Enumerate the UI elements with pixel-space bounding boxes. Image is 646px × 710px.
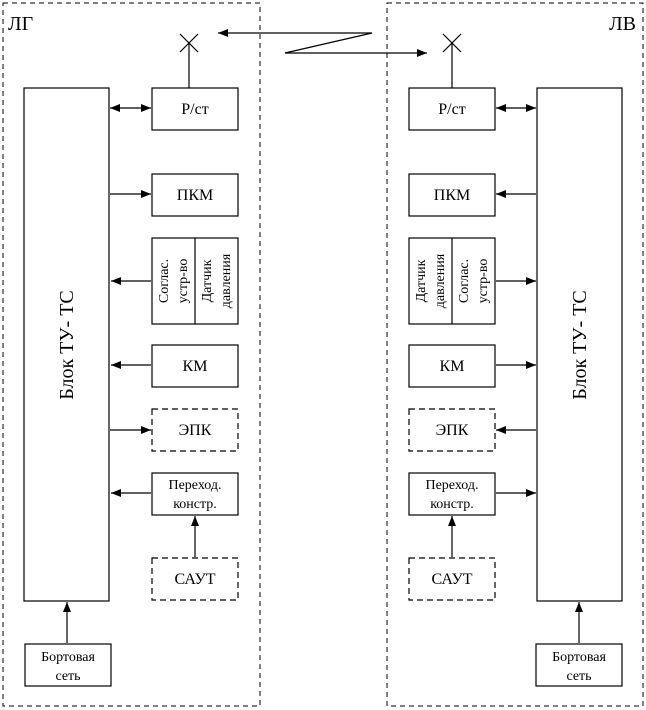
- left-km: [151, 344, 239, 388]
- right-epk-label: ЭПК: [436, 422, 469, 439]
- right-km: [408, 344, 496, 388]
- right-matcher-label-1: Соглас.: [457, 259, 472, 303]
- left-saut-label: САУТ: [174, 571, 215, 588]
- right-epk: [408, 408, 496, 452]
- left-matcher-label-1: Соглас.: [157, 259, 172, 303]
- left-antenna-icon: [179, 33, 199, 88]
- right-antenna-icon: [442, 33, 462, 88]
- left-pkm: [151, 173, 239, 217]
- left-sensor-label-1: Датчик: [200, 259, 215, 302]
- left-radio-label: Р/ст: [181, 101, 208, 118]
- right-corner-label: ЛВ: [609, 13, 636, 35]
- right-saut: [408, 557, 496, 601]
- right-adapter-label-2: констр.: [430, 497, 474, 512]
- left-adapter-label-2: констр.: [173, 497, 217, 512]
- right-matcher-label-2: устр-во: [476, 259, 491, 304]
- left-onboard-network: [24, 643, 112, 687]
- right-main-block-label: Блок ТУ- ТС: [569, 290, 591, 400]
- left-km-label: КМ: [183, 358, 208, 375]
- right-radio-station: [408, 87, 496, 131]
- right-onboard-label-1: Бортовая: [552, 650, 606, 665]
- left-adapter: [151, 472, 239, 516]
- right-locomotive-section: ЛВ Блок ТУ- ТС Р/ст ПКМ Датчик давления …: [386, 2, 644, 707]
- right-frame: [386, 2, 644, 707]
- left-pkm-label: ПКМ: [177, 187, 213, 204]
- right-adapter-label-1: Переход.: [425, 478, 478, 493]
- right-pkm: [408, 173, 496, 217]
- left-corner-label: ЛГ: [8, 13, 33, 35]
- right-main-block: [536, 87, 623, 602]
- left-main-block: [23, 87, 110, 602]
- radio-link-icon: [218, 29, 427, 57]
- left-saut: [151, 557, 239, 601]
- left-epk-label: ЭПК: [179, 422, 212, 439]
- left-frame: [2, 2, 261, 707]
- right-sensor-label-1: Датчик: [414, 259, 429, 302]
- left-matcher-label-2: устр-во: [176, 259, 191, 304]
- right-km-label: КМ: [440, 358, 465, 375]
- left-onboard-label-1: Бортовая: [41, 650, 95, 665]
- right-radio-label: Р/ст: [438, 101, 465, 118]
- right-pkm-label: ПКМ: [434, 187, 470, 204]
- right-sensor-label-2: давления: [433, 253, 448, 308]
- left-sensor-label-2: давления: [219, 253, 234, 308]
- left-epk: [151, 408, 239, 452]
- left-radio-station: [151, 87, 239, 131]
- left-locomotive-section: ЛГ Блок ТУ- ТС Р/ст ПКМ Соглас. устр-во …: [2, 2, 261, 707]
- right-onboard-network: [535, 643, 623, 687]
- right-saut-label: САУТ: [431, 571, 472, 588]
- right-adapter: [408, 472, 496, 516]
- left-main-block-label: Блок ТУ- ТС: [56, 290, 78, 400]
- left-onboard-label-2: сеть: [55, 669, 80, 684]
- right-onboard-label-2: сеть: [566, 669, 591, 684]
- left-adapter-label-1: Переход.: [168, 478, 221, 493]
